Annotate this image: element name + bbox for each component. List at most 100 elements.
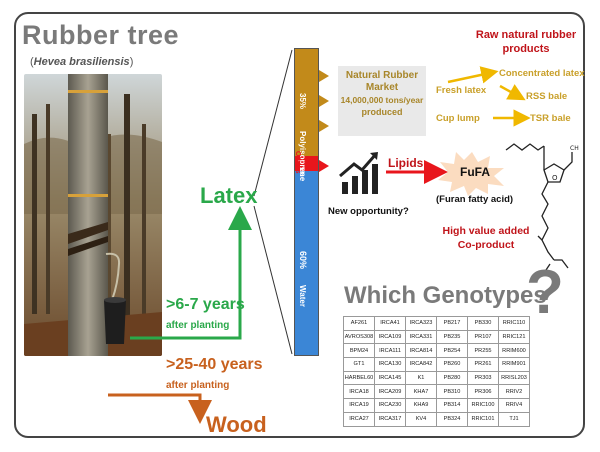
arrow-market-3 xyxy=(319,120,329,132)
genotype-cell: PB314 xyxy=(436,398,468,413)
genotype-cell: PB280 xyxy=(436,370,468,386)
market-box: Natural Rubber Market 14,000,000 tons/ye… xyxy=(338,66,426,136)
svg-text:O: O xyxy=(552,174,558,182)
rss-bale: RSS bale xyxy=(526,91,568,102)
others-pct: 5% xyxy=(298,167,304,176)
high-value-coproduct: High value added Co-product xyxy=(436,224,536,252)
genotype-cell: RRIC110 xyxy=(498,316,530,331)
genotype-cell: HARBEL60 xyxy=(343,370,375,386)
high-value-line2: Co-product xyxy=(457,239,515,251)
genotype-cell: IRCA230 xyxy=(374,398,406,413)
market-line1: Natural Rubber xyxy=(345,70,419,81)
concentrated-latex: Concentrated latex xyxy=(499,68,585,79)
genotype-cell: IRCA842 xyxy=(405,357,437,372)
genotype-cell: AF261 xyxy=(343,316,375,331)
genotype-cell: IRCA145 xyxy=(374,370,406,386)
genotype-cell: IRCA814 xyxy=(405,343,437,359)
genotype-cell: RRIC121 xyxy=(498,329,530,345)
latex-arrow xyxy=(130,206,252,340)
genotype-cell: IRCA130 xyxy=(374,357,406,372)
genotype-cell: RRIM600 xyxy=(498,343,530,359)
genotype-cell: AVROS308 xyxy=(343,329,375,345)
subtitle: (Hevea brasiliensis) xyxy=(30,56,133,68)
high-value-line1: High value added xyxy=(442,225,530,237)
furan-fatty-acid-molecule: O CH xyxy=(505,143,579,271)
subtitle-prefix: ( xyxy=(30,56,34,68)
genotype-cell: PB324 xyxy=(436,411,468,427)
species-name: Hevea brasiliensis xyxy=(33,56,130,68)
raw-products-title: Raw natural rubber products xyxy=(470,28,582,56)
genotype-cell: RRIV4 xyxy=(498,398,530,413)
genotype-cell: IRCA323 xyxy=(405,316,437,331)
genotype-cell: PR261 xyxy=(467,357,499,372)
which-genotypes-heading: Which Genotypes xyxy=(344,282,547,309)
genotype-cell: RRIC101 xyxy=(467,411,499,427)
rubber-tree-photo xyxy=(24,74,162,356)
genotype-cell: IRCA317 xyxy=(374,411,406,427)
market-line2: Market xyxy=(365,82,399,93)
genotype-cell: IRCA109 xyxy=(374,329,406,345)
tsr-bale: TSR bale xyxy=(530,113,571,124)
bar-segment-water xyxy=(295,171,318,355)
title: Rubber tree xyxy=(22,20,180,50)
question-mark-icon: ? xyxy=(526,258,564,327)
genotype-cell: RRIC100 xyxy=(467,398,499,413)
genotype-cell: KHA9 xyxy=(405,398,437,413)
years-latex: >6-7 years xyxy=(166,296,245,313)
polyisoprene-pct: 35% xyxy=(298,93,307,110)
raw-products-line1: Raw natural rubber xyxy=(475,29,577,41)
bar-segment-polyisoprene xyxy=(295,49,318,157)
genotype-cell: PB254 xyxy=(436,343,468,359)
fresh-latex: Fresh latex xyxy=(436,85,487,96)
genotype-cell: IRCA41 xyxy=(374,316,406,331)
latex-label: Latex xyxy=(200,183,258,208)
market-line3: 14,000,000 tons/year xyxy=(340,95,424,105)
arrow-market-2 xyxy=(319,95,329,107)
genotype-cell: IRCA111 xyxy=(374,343,406,359)
genotype-cell: RRIM901 xyxy=(498,357,530,372)
wood-label: Wood xyxy=(206,412,267,437)
bar-segment-others xyxy=(295,156,318,172)
genotype-cell: IRCA18 xyxy=(343,384,375,400)
lipids-label: Lipids xyxy=(388,156,424,170)
latex-composition-bar: 35% Polyisoprene Others 5% 60% Water xyxy=(294,48,319,356)
genotype-cell: KV4 xyxy=(405,411,437,427)
genotype-cell: IRCA19 xyxy=(343,398,375,413)
genotype-cell: RRIV2 xyxy=(498,384,530,400)
genotype-cell: PB217 xyxy=(436,316,468,331)
after-planting-latex: after planting xyxy=(166,320,230,331)
cup-lump: Cup lump xyxy=(436,113,480,124)
svg-text:CH: CH xyxy=(570,145,579,152)
years-wood: >25-40 years xyxy=(166,356,263,373)
genotype-cell: RRISL203 xyxy=(498,370,530,386)
genotype-cell: PB330 xyxy=(467,316,499,331)
new-opportunity: New opportunity? xyxy=(328,206,409,217)
subtitle-suffix: ) xyxy=(129,56,134,68)
arrow-others xyxy=(319,160,329,172)
genotype-cell: PR255 xyxy=(467,343,499,359)
rubber-tree-illustration xyxy=(24,74,162,356)
genotype-cell: PB260 xyxy=(436,357,468,372)
arrow-market-1 xyxy=(319,70,329,82)
fufa-full-name: (Furan fatty acid) xyxy=(436,194,514,205)
genotype-cell: IRCA331 xyxy=(405,329,437,345)
market-line4: produced xyxy=(361,107,403,117)
genotype-cell: K1 xyxy=(405,370,437,386)
genotype-cell: GT1 xyxy=(343,357,375,372)
genotype-cell: PR303 xyxy=(467,370,499,386)
genotype-cell: PR107 xyxy=(467,329,499,345)
water-pct: 60% xyxy=(298,251,308,270)
after-planting-wood: after planting xyxy=(166,380,230,391)
genotype-cell: PB235 xyxy=(436,329,468,345)
wood-arrow xyxy=(108,393,212,424)
raw-products-line2: products xyxy=(502,43,550,55)
